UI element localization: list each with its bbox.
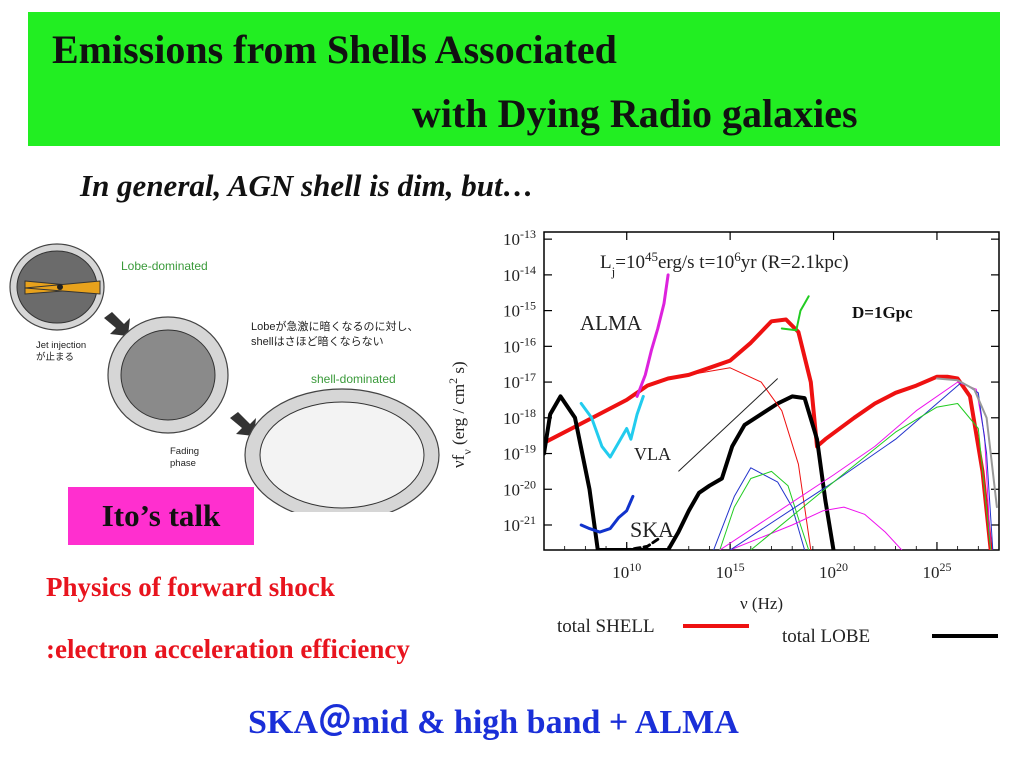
y-tick-label: 10-14 [503,263,536,285]
arrow-icon [230,412,256,436]
series-line-ska [579,494,635,534]
label-jet-injection-2: が止まる [36,351,74,363]
distance-label: D=1Gpc [852,303,913,322]
legend-label: total SHELL [557,616,655,637]
series-line-alma [635,273,670,398]
pointer-line [678,378,779,472]
arrow-icon [104,312,130,336]
physics-line-2: :electron acceleration efficiency [46,634,410,664]
y-tick-label: 10-20 [503,477,536,499]
title-banner [28,12,1000,146]
y-axis-label: νfν (erg / cm2 s) [446,361,474,468]
series-line-3 [780,295,810,332]
x-tick-label: 1015 [716,560,745,582]
series-line-9 [750,403,992,550]
series-line-8 [729,381,994,550]
label-shell-dominated: shell-dominated [311,372,396,386]
series-line-total-lobe [544,394,836,550]
instrument-label-ska: SKA [630,517,674,542]
label-jet-injection-1: Jet injection [36,340,86,351]
y-tick-label: 10-13 [503,228,536,249]
x-tick-label: 1010 [612,560,641,582]
y-tick-label: 10-15 [503,299,536,321]
title-line-1: Emissions from Shells Associated [52,27,617,72]
y-tick-label: 10-17 [503,370,536,392]
physics-line-1: Physics of forward shock [46,572,335,602]
instrument-label-vla: VLA [634,444,671,464]
x-axis-label: ν (Hz) [740,594,783,613]
lobe-shell-diagram: Lobe-dominated Jet injection が止まる Lobeが急… [9,243,440,512]
x-tick-label: 1025 [922,560,951,582]
sed-chart: 10-13 10-14 10-15 10-16 10-17 10-18 10-19 10-20… [446,228,1000,647]
legend-label: total LOBE [782,626,870,647]
series-line-total-shell [544,317,993,550]
shell-dominated-lobe [259,401,425,509]
series-line-2 [688,367,812,550]
ito-talk-label: Ito’s talk [68,487,254,545]
series-line-vla [579,394,645,459]
y-tick-label: 10-16 [503,334,536,356]
y-tick-label: 10-19 [503,442,536,464]
ska-alma-line: SKA＠mid & high band + ALMA [248,704,739,741]
chart-header-text: Lj=1045erg/s t=106yr (R=2.1kpc) [600,249,849,279]
label-fading-2: phase [170,458,196,469]
label-fading-1: Fading [170,446,199,457]
y-tick-label: 10-21 [503,513,536,535]
label-lobe-note-1: Lobeが急激に暗くなるのに対し、 [251,319,418,333]
label-lobe-note-2: shellはさほど暗くならない [251,334,384,348]
x-tick-label: 1020 [819,560,848,582]
label-lobe-dominated: Lobe-dominated [121,259,208,273]
series-line-14 [612,537,660,550]
series-line-5 [719,470,810,550]
fading-lobe [120,329,216,421]
subtitle: In general, AGN shell is dim, but… [80,168,534,203]
plot-frame [543,231,1000,551]
series-line-10 [936,377,998,509]
title-line-2: with Dying Radio galaxies [412,91,858,136]
series-line-6 [729,506,903,550]
y-tick-label: 10-18 [503,406,536,428]
instrument-label-alma: ALMA [580,311,643,335]
